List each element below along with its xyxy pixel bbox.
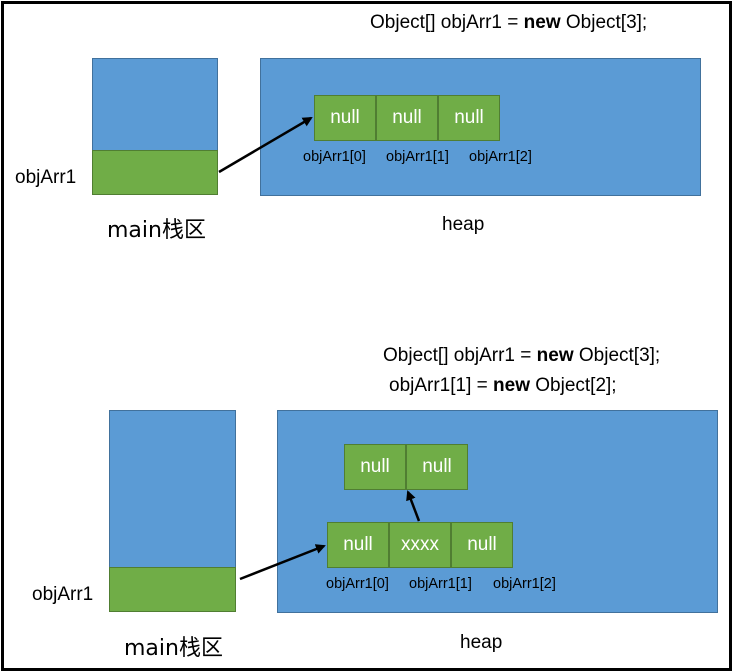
reference-arrow-2: [239, 544, 326, 581]
array-cell-0: null: [327, 522, 389, 568]
variable-label: objArr1: [32, 584, 94, 605]
stack-slot-objarr1: [109, 567, 236, 612]
code-line-1-diagram-2: Object[] objArr1 = new Object[3];: [383, 345, 661, 366]
array-cell-1: null: [376, 95, 438, 141]
stack-label: main栈区: [107, 218, 206, 243]
array-cell-2: null: [438, 95, 500, 141]
stack-frame-1: [92, 58, 218, 195]
array-cell-0: null: [314, 95, 376, 141]
array-cell-2: null: [451, 522, 513, 568]
heap-label: heap: [460, 632, 503, 653]
heap-label: heap: [442, 214, 485, 235]
stack-slot-objarr1: [92, 150, 218, 195]
index-label-2: objArr1[2]: [469, 149, 532, 165]
array-cell-1: xxxx: [389, 522, 451, 568]
reference-arrow-3: [406, 490, 421, 522]
code-line-1-diagram-1: Object[] objArr1 = new Object[3];: [370, 12, 648, 33]
sub-array-cell-1: null: [406, 444, 468, 490]
index-label-0: objArr1[0]: [326, 576, 389, 592]
code-line-2-diagram-2: objArr1[1] = new Object[2];: [389, 375, 617, 396]
heap-area-2: [277, 410, 718, 613]
stack-label: main栈区: [124, 636, 223, 661]
reference-arrow-1: [218, 116, 313, 174]
variable-label: objArr1: [15, 167, 77, 188]
stack-frame-2: [109, 410, 236, 612]
index-label-1: objArr1[1]: [386, 149, 449, 165]
index-label-0: objArr1[0]: [303, 149, 366, 165]
index-label-1: objArr1[1]: [409, 576, 472, 592]
index-label-2: objArr1[2]: [493, 576, 556, 592]
sub-array-cell-0: null: [344, 444, 406, 490]
